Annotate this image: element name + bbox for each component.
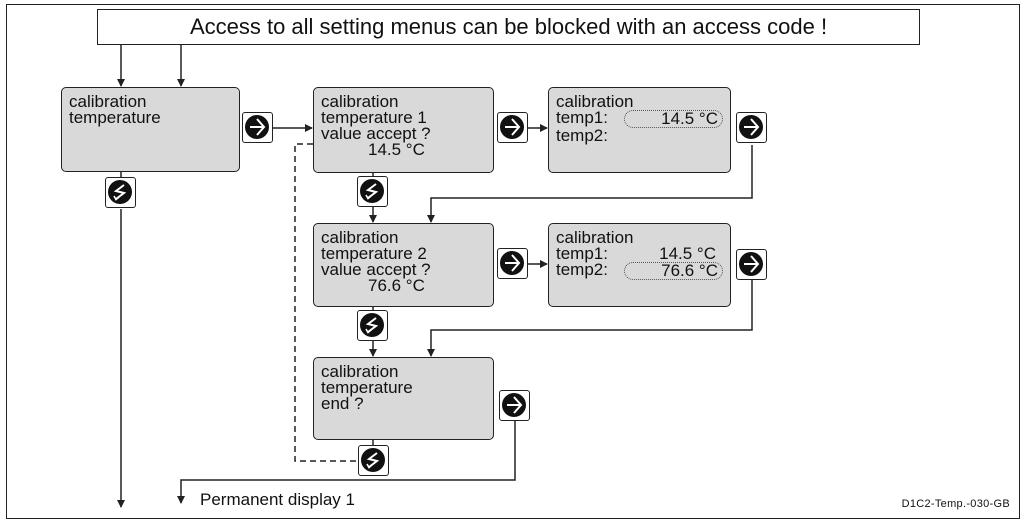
main-calibration-box: calibration temperature <box>61 87 240 172</box>
t1-show-value-2 <box>624 128 716 144</box>
end-line-3: end ? <box>321 394 364 413</box>
t1-show-title: calibration <box>556 92 634 111</box>
main-enter-button[interactable] <box>242 112 273 143</box>
t1-show-enter-button[interactable] <box>736 112 767 143</box>
t2-show-enter-button[interactable] <box>736 249 767 280</box>
t1-display-box: calibration temp1: 14.5 °C temp2: <box>548 87 731 173</box>
end-enter-arrow <box>177 421 516 504</box>
end-enter-button[interactable] <box>499 390 530 421</box>
t1-show-row-2: temp2: <box>556 126 723 145</box>
t2-show-row-2: temp2: 76.6 °C <box>556 260 723 280</box>
skip-arrow-icon <box>113 184 127 201</box>
t1-line-3: value accept ? <box>321 124 431 143</box>
enter-arrow-icon <box>744 118 760 136</box>
end-skip-button[interactable] <box>358 445 389 476</box>
end-calibration-box: calibration temperature end ? <box>313 357 494 440</box>
t1-show-key-2: temp2: <box>556 126 608 145</box>
t2-show-title: calibration <box>556 228 634 247</box>
t2-line-2: temperature 2 <box>321 244 427 263</box>
t2-show-row-1: temp1: 14.5 °C <box>556 244 723 263</box>
t2-show-key-2: temp2: <box>556 260 608 279</box>
main-skip-button[interactable] <box>105 177 136 208</box>
t2-show-value-2: 76.6 °C <box>623 262 723 280</box>
t1-value: 14.5 °C <box>368 140 425 159</box>
skip-arrow-icon <box>365 183 379 200</box>
t1-skip-button[interactable] <box>357 176 388 207</box>
access-code-banner: Access to all setting menus can be block… <box>97 9 920 45</box>
enter-arrow-icon <box>505 118 521 136</box>
diagram-frame <box>6 4 1020 519</box>
enter-arrow-icon <box>507 396 523 414</box>
t2-show-key-1: temp1: <box>556 244 608 263</box>
permanent-display-label: Permanent display 1 <box>200 490 355 509</box>
skip-arrow-icon <box>366 452 380 469</box>
t1-enter-button[interactable] <box>497 112 528 143</box>
t2-show-value-1: 14.5 °C <box>659 244 716 263</box>
t1-line-2: temperature 1 <box>321 108 427 127</box>
t1-show-row-1: temp1: 14.5 °C <box>556 108 723 128</box>
t1-show-key-1: temp1: <box>556 108 608 127</box>
t1-accept-box: calibration temperature 1 value accept ?… <box>313 87 494 173</box>
main-line-1: calibration <box>69 92 147 111</box>
t2-line-1: calibration <box>321 228 399 247</box>
end-line-2: temperature <box>321 378 413 397</box>
figure-code: D1C2-Temp.-030-GB <box>901 498 1010 510</box>
t1-return-arrow <box>427 145 753 223</box>
t2-display-box: calibration temp1: 14.5 °C temp2: 76.6 °… <box>548 223 731 307</box>
t2-accept-box: calibration temperature 2 value accept ?… <box>313 223 494 307</box>
enter-arrow-icon <box>744 255 760 273</box>
t2-line-3: value accept ? <box>321 260 431 279</box>
enter-arrow-icon <box>505 254 521 272</box>
t2-enter-button[interactable] <box>497 248 528 279</box>
t1-show-value-1: 14.5 °C <box>623 110 723 128</box>
t1-line-1: calibration <box>321 92 399 111</box>
enter-arrow-icon <box>250 118 266 136</box>
main-line-2: temperature <box>69 108 161 127</box>
t2-return-arrow <box>427 280 753 357</box>
end-line-1: calibration <box>321 362 399 381</box>
skip-arrow-icon <box>365 317 379 334</box>
t2-skip-button[interactable] <box>357 310 388 341</box>
t2-value: 76.6 °C <box>368 276 425 295</box>
